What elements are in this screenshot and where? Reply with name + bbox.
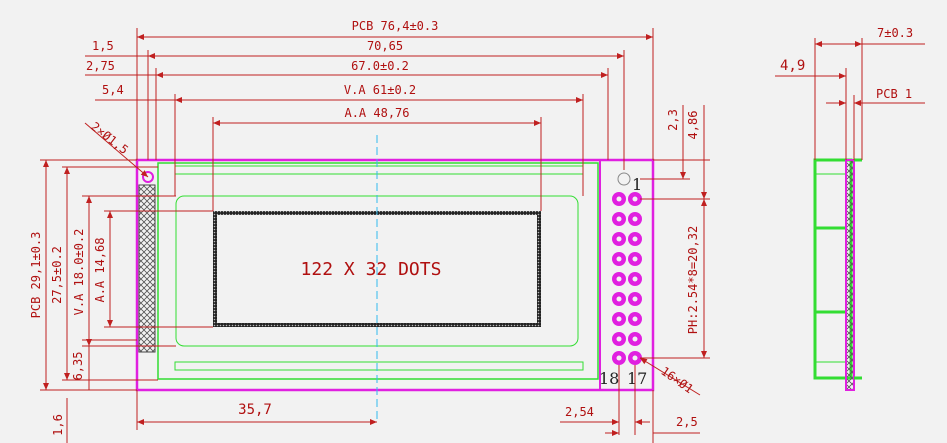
dim-1-5: 1,5	[92, 39, 114, 53]
dim-aa-width: A.A 48,76	[344, 106, 409, 120]
dim-4-86: 4,86	[686, 111, 700, 140]
display-label: 122 X 32 DOTS	[301, 259, 442, 280]
dim-va-width: V.A 61±0.2	[344, 83, 416, 97]
dim-67: 67.0±0.2	[351, 59, 409, 73]
dim-35-7: 35,7	[238, 402, 272, 418]
dim-70-65: 70,65	[367, 39, 403, 53]
front-view: 122 X 32 DOTS 1 18	[135, 135, 655, 420]
dim-side-4-9: 4,9	[780, 58, 805, 74]
dim-side-7: 7±0.3	[877, 26, 913, 40]
dim-pcb-width: PCB 76,4±0.3	[352, 19, 439, 33]
dim-27-5: 27,5±0.2	[50, 246, 64, 304]
pin-pads	[612, 192, 642, 365]
bezel-inner-bottom	[174, 361, 584, 371]
mount-hole-left	[142, 171, 154, 183]
pin-17-label: 17	[627, 369, 647, 388]
bezel-outline	[157, 162, 599, 380]
dim-2-5: 2,5	[676, 415, 698, 429]
left-dimensions: PCB 29,1±0.3 27,5±0.2 V.A 18.0±0.2 A.A 1…	[29, 159, 213, 443]
pin-18-label: 18	[599, 369, 619, 388]
dim-pcb-height: PCB 29,1±0.3	[29, 232, 43, 319]
dim-6-35: 6,35	[71, 352, 85, 381]
right-dimensions: 2,3 4,86 PH:2.54*8=20,32	[640, 105, 710, 359]
dim-5-4: 5,4	[102, 83, 124, 97]
dim-pitch: PH:2.54*8=20,32	[686, 226, 700, 334]
side-view: 7±0.3 4,9 PCB 1	[775, 26, 925, 391]
dim-1-6: 1,6	[51, 414, 65, 436]
dim-2-54: 2,54	[565, 405, 594, 419]
dim-holes: 2×Ø1,5	[88, 119, 131, 157]
dim-2-3: 2,3	[666, 109, 680, 131]
top-dimensions: PCB 76,4±0.3 70,65 67.0±0.2 V.A 61±0.2 A…	[84, 19, 654, 211]
mount-hole-right	[617, 172, 631, 186]
dim-va-height: V.A 18.0±0.2	[72, 229, 86, 316]
dim-pin-holes: 16×Ø1	[658, 364, 696, 396]
dim-aa-height: A.A 14,68	[93, 237, 107, 302]
dim-side-pcb: PCB 1	[876, 87, 912, 101]
pin-header-outline	[599, 159, 654, 391]
dim-2-75: 2,75	[86, 59, 115, 73]
pin-1-label: 1	[632, 175, 642, 194]
zebra-strip	[138, 184, 156, 353]
side-pcb	[845, 159, 855, 391]
bezel-inner-top	[174, 165, 584, 175]
